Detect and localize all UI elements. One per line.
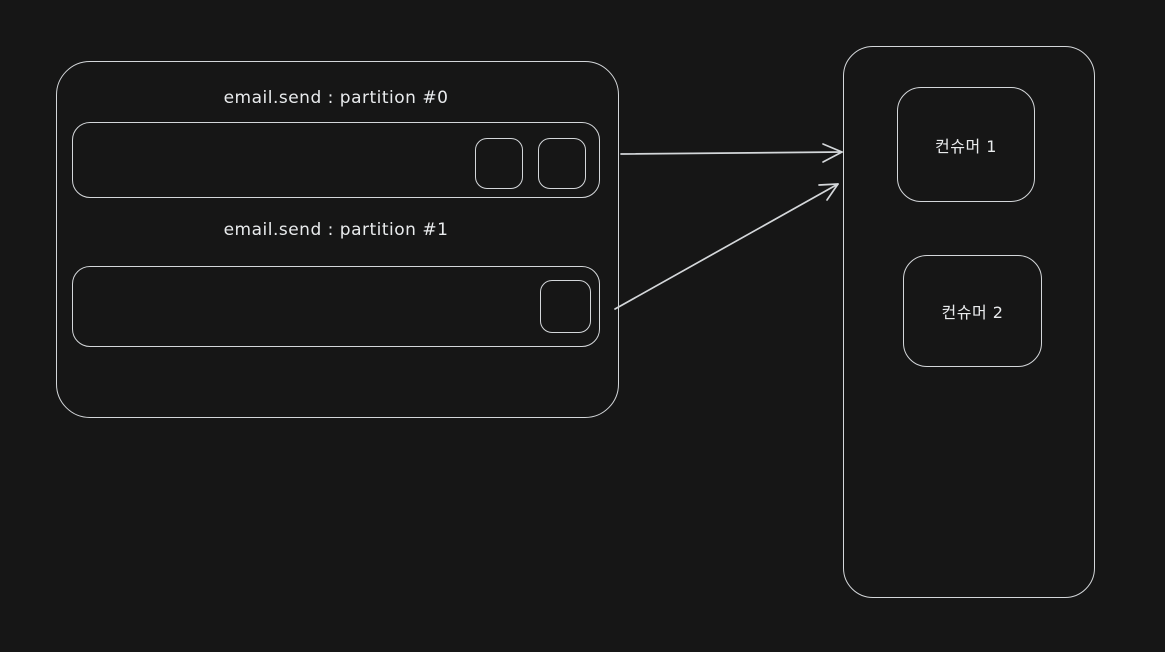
consumer-2-label: 컨슈머 2 <box>941 303 1004 322</box>
message-square <box>538 138 586 189</box>
message-square <box>475 138 523 189</box>
arrow-partition0-to-consumer-group <box>620 143 843 163</box>
consumer-group-container <box>843 46 1095 598</box>
consumer-1-label: 컨슈머 1 <box>935 136 997 156</box>
partition-0-label: email.send : partition #0 <box>223 88 449 108</box>
partition-0-box <box>72 122 600 198</box>
arrow-partition1-to-consumer-group <box>614 183 839 310</box>
partition-1-box <box>72 266 600 347</box>
partition-1-label: email.send : partition #1 <box>223 220 449 240</box>
consumer-1-box: 컨슈머 1 <box>897 87 1035 202</box>
message-square <box>540 280 591 333</box>
consumer-2-box: 컨슈머 2 <box>903 255 1042 367</box>
